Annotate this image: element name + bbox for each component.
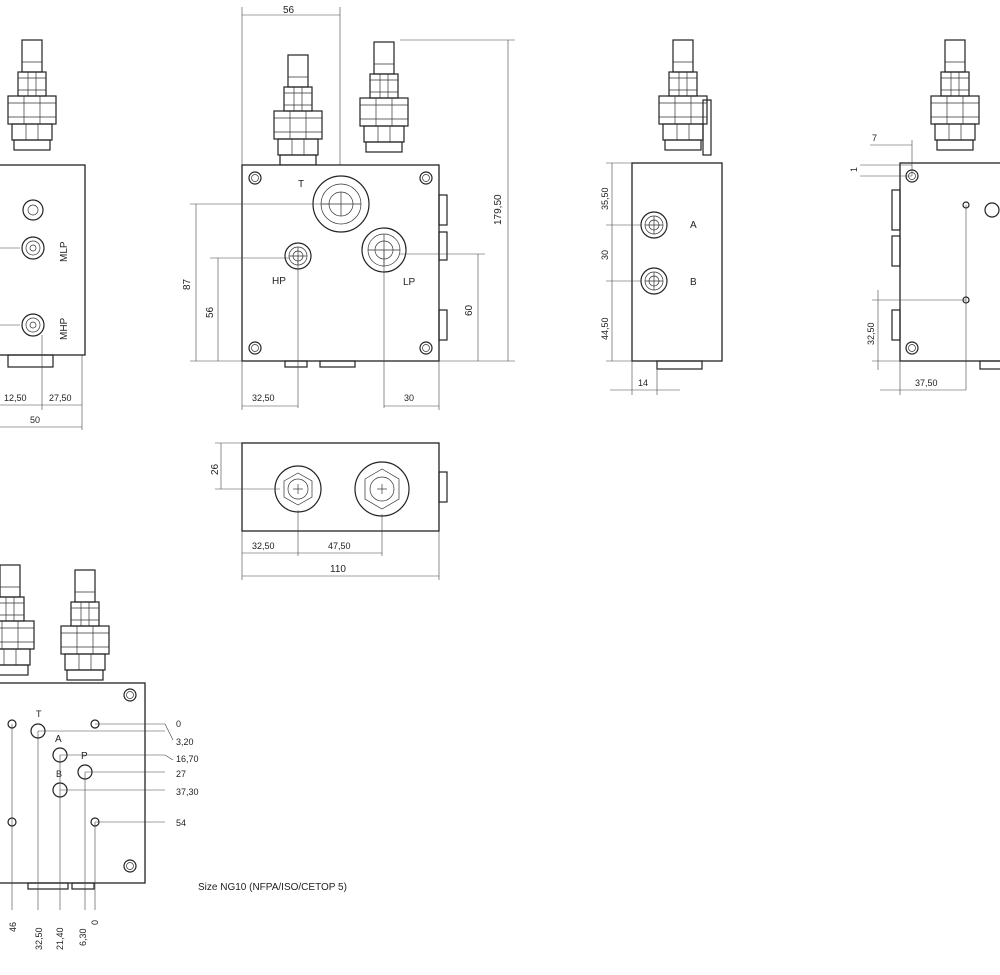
port-label-a: A bbox=[690, 220, 697, 231]
dim-32-50: 32,50 bbox=[252, 393, 275, 403]
iso-dim-54: 54 bbox=[176, 818, 186, 828]
dim-179-50: 179,50 bbox=[493, 194, 504, 225]
dim-27-50: 27,50 bbox=[49, 393, 72, 403]
iso-bdim-0: 0 bbox=[90, 920, 100, 925]
iso-port-a: A bbox=[55, 734, 62, 745]
bottom-view: 26 32,50 47,50 110 bbox=[210, 442, 448, 580]
dim-right-32-50: 32,50 bbox=[866, 322, 876, 345]
iso-dim-37-30: 37,30 bbox=[176, 787, 199, 797]
iso-bdim-6-30: 6,30 bbox=[78, 928, 88, 946]
iso-port-p: P bbox=[81, 751, 88, 762]
size-caption: Size NG10 (NFPA/ISO/CETOP 5) bbox=[198, 882, 347, 893]
iso-dim-3-20: 3,20 bbox=[176, 737, 194, 747]
dim-bottom-32-50: 32,50 bbox=[252, 541, 275, 551]
port-label-mlp: MLP bbox=[59, 241, 70, 262]
dim-7: 7 bbox=[872, 133, 877, 143]
dim-side-30: 30 bbox=[600, 250, 610, 260]
iso-dim-16-70: 16,70 bbox=[176, 754, 199, 764]
right-partial-view: 7 1 32,50 37,50 bbox=[849, 39, 1000, 395]
side-view: A B 35,50 30 44,50 14 bbox=[600, 39, 723, 395]
iso-bottom-dims: 46 32,50 21,40 6,30 0 bbox=[8, 920, 100, 950]
iso-bdim-32-50: 32,50 bbox=[34, 927, 44, 950]
dim-26: 26 bbox=[210, 463, 221, 475]
iso-dim-27: 27 bbox=[176, 769, 186, 779]
dim-1: 1 bbox=[849, 167, 859, 172]
dim-60: 60 bbox=[464, 304, 475, 316]
left-partial-view: MLP MHP 12,50 27,50 50 bbox=[0, 39, 86, 430]
dim-37-50: 37,50 bbox=[915, 378, 938, 388]
iso-dim-0: 0 bbox=[176, 719, 181, 729]
port-label-lp: LP bbox=[403, 277, 416, 288]
dim-30: 30 bbox=[404, 393, 414, 403]
iso-port-b: B bbox=[56, 769, 62, 779]
dim-35-50: 35,50 bbox=[600, 187, 610, 210]
dim-56: 56 bbox=[205, 306, 216, 318]
dim-14: 14 bbox=[638, 378, 648, 388]
iso-bdim-46: 46 bbox=[8, 922, 18, 932]
port-label-b: B bbox=[690, 277, 697, 288]
port-label-mhp: MHP bbox=[59, 317, 70, 340]
dim-50: 50 bbox=[30, 415, 40, 425]
dim-47-50: 47,50 bbox=[328, 541, 351, 551]
iso-port-t: T bbox=[36, 709, 42, 719]
iso-right-dims: 0 3,20 16,70 27 37,30 54 bbox=[176, 719, 199, 828]
iso-interface-view: T A P B 0 3,20 16,70 27 37,30 54 46 32,5… bbox=[0, 564, 199, 950]
dim-width-56: 56 bbox=[283, 5, 295, 16]
dim-12-50: 12,50 bbox=[4, 393, 27, 403]
port-label-hp: HP bbox=[272, 276, 286, 287]
dim-110: 110 bbox=[330, 564, 346, 575]
iso-bdim-21-40: 21,40 bbox=[55, 927, 65, 950]
dim-44-50: 44,50 bbox=[600, 317, 610, 340]
main-front-view: 56 T HP LP bbox=[182, 5, 515, 410]
port-label-t: T bbox=[298, 179, 304, 190]
dim-87: 87 bbox=[182, 278, 193, 290]
